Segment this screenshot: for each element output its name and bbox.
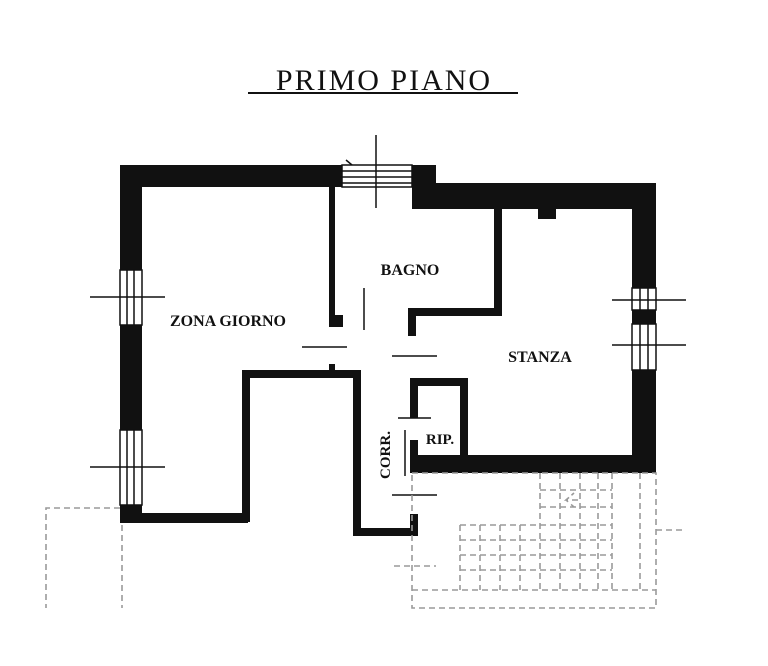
right-window-lower (612, 323, 686, 371)
bagno-window (341, 135, 413, 208)
left-window-lower (90, 429, 165, 506)
outer-walls (120, 165, 656, 523)
right-window-upper (612, 287, 686, 311)
room-label-rip: RIP. (426, 432, 454, 448)
stairs-dashed (394, 472, 686, 609)
room-label-corr: CORR. (378, 431, 394, 479)
room-label-zona-giorno: ZONA GIORNO (170, 313, 286, 330)
plan-title: PRIMO PIANO (276, 64, 492, 97)
room-label-stanza: STANZA (508, 349, 572, 366)
left-window-upper (90, 269, 165, 326)
room-label-bagno: BAGNO (381, 262, 440, 279)
interior-walls (242, 187, 502, 536)
door-marks (302, 288, 437, 496)
dashed-outline-left (45, 507, 123, 608)
